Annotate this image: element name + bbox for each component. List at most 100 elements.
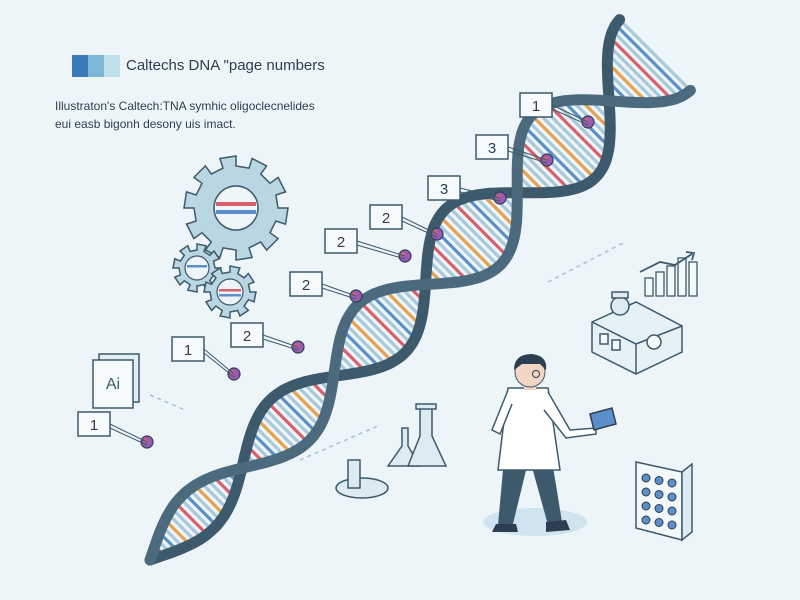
base-pair bbox=[607, 44, 666, 103]
callout-leader bbox=[262, 338, 299, 351]
callout-number: 2 bbox=[382, 210, 390, 227]
scientist-figure bbox=[483, 354, 597, 536]
dna-strand-a bbox=[144, 14, 626, 566]
callout-number: 2 bbox=[243, 328, 251, 345]
base-pair bbox=[427, 249, 461, 283]
callout-leader bbox=[356, 244, 406, 260]
callout-box bbox=[289, 271, 323, 297]
callout-leader bbox=[321, 287, 357, 300]
base-pair bbox=[535, 109, 601, 175]
brand-block-3 bbox=[104, 55, 120, 77]
base-pair bbox=[526, 119, 591, 184]
base-pair bbox=[547, 103, 607, 163]
callout-box bbox=[171, 336, 205, 362]
callout-box bbox=[519, 92, 553, 118]
lab-machine-icon bbox=[591, 291, 683, 375]
subtitle-line-1: Illustraton's Caltech:TNA symhic oligocl… bbox=[55, 99, 315, 113]
base-pair bbox=[346, 316, 394, 364]
base-pair bbox=[167, 512, 198, 543]
base-pair bbox=[193, 484, 226, 517]
callout-leader bbox=[401, 220, 438, 238]
gear-small-icon bbox=[172, 243, 222, 293]
dna-markers bbox=[140, 115, 595, 449]
page-subtitle: Illustraton's Caltech:TNA symhic oligocl… bbox=[55, 97, 395, 133]
sample-well bbox=[641, 501, 651, 511]
callout-box bbox=[475, 134, 509, 160]
callout-number: 2 bbox=[337, 234, 345, 251]
base-pair bbox=[258, 411, 299, 452]
sample-well bbox=[667, 478, 677, 488]
base-pair bbox=[428, 241, 469, 282]
sample-grid-icon bbox=[635, 461, 693, 542]
base-pair bbox=[174, 501, 209, 536]
base-pair bbox=[442, 209, 501, 268]
callout-leader bbox=[507, 146, 548, 161]
sample-well bbox=[667, 492, 677, 502]
sample-well bbox=[667, 520, 677, 530]
base-pair bbox=[188, 488, 222, 522]
callout-leader bbox=[401, 216, 438, 235]
callout-leader bbox=[203, 352, 235, 378]
sample-well bbox=[667, 506, 677, 516]
callout-box bbox=[77, 411, 111, 437]
base-pair bbox=[465, 196, 514, 245]
base-pair bbox=[276, 392, 318, 434]
base-pair bbox=[341, 329, 381, 369]
base-pair bbox=[472, 194, 516, 238]
base-pair bbox=[266, 401, 309, 444]
base-pair bbox=[339, 336, 374, 371]
base-pair bbox=[458, 198, 512, 252]
sample-well bbox=[641, 515, 651, 525]
sample-well bbox=[641, 487, 651, 497]
base-pair bbox=[447, 205, 505, 263]
base-pair bbox=[611, 29, 681, 99]
callout-leader bbox=[203, 348, 235, 375]
base-pair bbox=[435, 220, 490, 275]
callout-number: 1 bbox=[90, 417, 98, 434]
base-pair bbox=[376, 291, 419, 334]
base-pair bbox=[288, 386, 324, 422]
flask-icon bbox=[335, 403, 448, 499]
base-pair bbox=[480, 193, 517, 230]
brand-logo bbox=[72, 55, 120, 77]
base-pair bbox=[354, 305, 405, 356]
page-title: Caltechs DNA "page numbers bbox=[126, 57, 325, 74]
callout-leader bbox=[459, 191, 501, 202]
callout-box bbox=[324, 228, 358, 254]
gear-icon bbox=[183, 155, 289, 261]
base-pair bbox=[250, 430, 280, 460]
base-pair bbox=[609, 36, 674, 101]
subtitle-line-2: eui easb bigonh desony uis imact. bbox=[55, 117, 236, 131]
base-pair bbox=[383, 288, 422, 327]
base-pair bbox=[430, 234, 476, 280]
callout-box bbox=[427, 175, 461, 201]
dashed-arrow-mid bbox=[299, 424, 381, 461]
base-pair bbox=[262, 406, 304, 448]
base-pair bbox=[252, 424, 286, 458]
callout-leader bbox=[459, 187, 501, 199]
base-pair bbox=[350, 310, 400, 360]
callout-number: 2 bbox=[302, 277, 310, 294]
base-pair bbox=[618, 18, 692, 92]
callout-leader bbox=[356, 240, 406, 257]
sample-well bbox=[641, 473, 651, 483]
sample-well bbox=[654, 490, 664, 499]
base-pair bbox=[438, 214, 496, 272]
tablet-icon bbox=[589, 407, 617, 431]
base-pair bbox=[452, 201, 509, 258]
base-pair bbox=[370, 293, 417, 340]
sample-well bbox=[654, 476, 664, 485]
callout-number: 1 bbox=[532, 98, 540, 115]
base-pair bbox=[359, 301, 409, 351]
ai-label: Ai bbox=[106, 376, 120, 393]
base-pair bbox=[170, 507, 203, 540]
base-pair bbox=[343, 322, 388, 367]
base-pair bbox=[282, 389, 321, 428]
base-pair bbox=[364, 297, 413, 346]
base-pair bbox=[530, 114, 596, 180]
base-pair bbox=[523, 125, 585, 187]
ai-box-icon: Ai bbox=[92, 353, 140, 409]
brand-block-1 bbox=[72, 55, 88, 77]
